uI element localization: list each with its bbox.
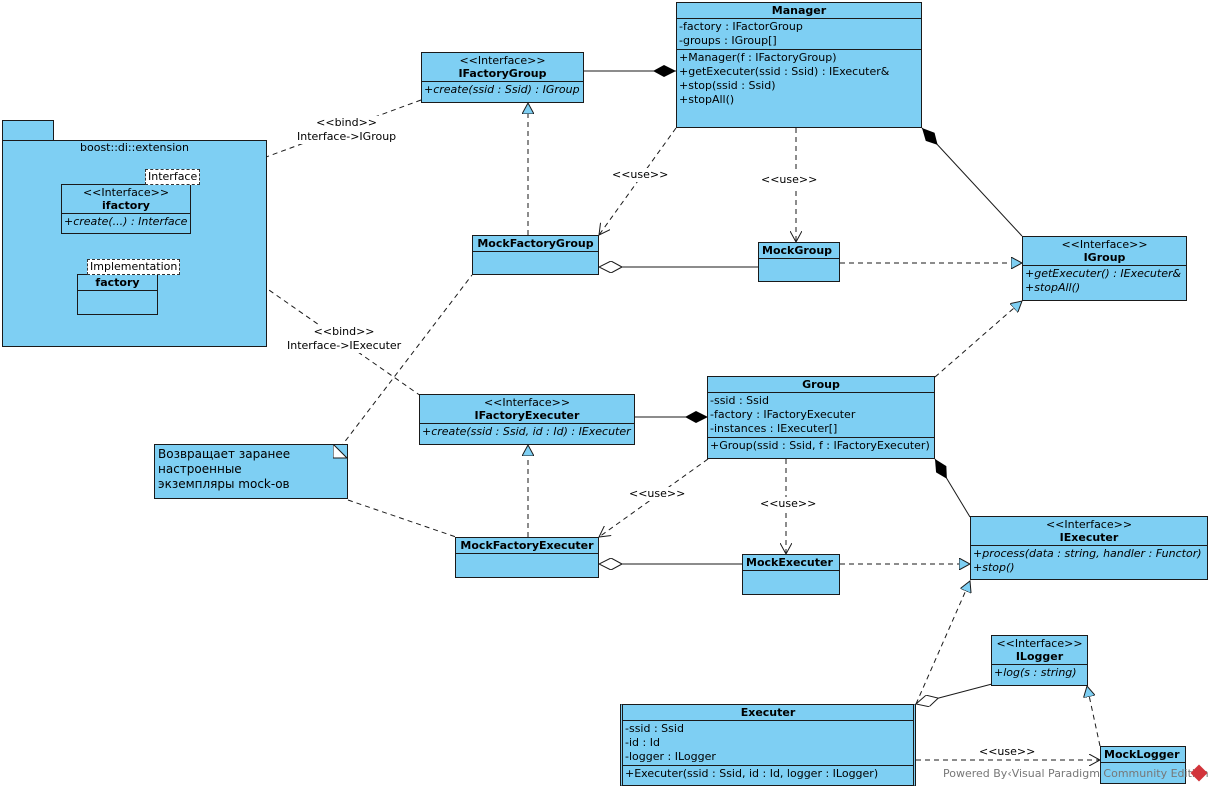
package-name: boost::di::extension — [80, 141, 189, 154]
label-use: <<use>> — [629, 487, 686, 501]
class-name: IExecuter — [1059, 531, 1119, 544]
attribute: -ssid : Ssid — [710, 394, 769, 407]
label-line: Interface->IExecuter — [287, 339, 402, 352]
class-name: factory — [78, 275, 157, 291]
note[interactable]: Возвращает заранее настроенные экземпляр… — [154, 444, 348, 499]
label-line: <<bind>> — [313, 325, 375, 338]
class-factory[interactable]: factory — [77, 274, 158, 315]
label-use: <<use>> — [979, 745, 1036, 759]
operation: +create(ssid : Ssid, id : Id) : IExecute… — [422, 425, 631, 438]
label-use: <<use>> — [761, 173, 818, 187]
package-boost-di-extension — [2, 140, 267, 347]
stereotype: <<Interface>> — [483, 396, 571, 409]
attribute: -logger : ILogger — [625, 750, 716, 763]
aggregation-ilogger-executer — [916, 683, 993, 704]
label-line: Interface->IGroup — [297, 130, 397, 143]
operation: +stopAll() — [679, 93, 735, 106]
class-name: Executer — [740, 706, 796, 719]
class-executer[interactable]: Executer -ssid : Ssid -id : Id -logger :… — [620, 704, 916, 786]
attribute: -id : Id — [625, 736, 660, 749]
operation: +Group(ssid : Ssid, f : IFactoryExecuter… — [710, 439, 930, 452]
attribute: -factory : IFactorGroup — [679, 20, 803, 33]
composition-igroup-manager — [921, 127, 1023, 237]
class-ifactoryexecuter[interactable]: <<Interface>>IFactoryExecuter +create(ss… — [419, 394, 635, 445]
stereotype: <<Interface>> — [1045, 518, 1133, 531]
stereotype: <<Interface>> — [1061, 238, 1148, 251]
class-name: Group — [802, 378, 840, 391]
realization-group — [934, 301, 1022, 378]
class-igroup[interactable]: <<Interface>>IGroup +getExecuter() : IEx… — [1022, 236, 1187, 301]
operation: +create(ssid : Ssid) : IGroup — [424, 83, 580, 96]
class-name: MockFactoryExecuter — [456, 538, 598, 554]
class-group[interactable]: Group -ssid : Ssid -factory : IFactoryEx… — [707, 376, 935, 459]
stereotype: <<Interface>> — [459, 54, 546, 67]
note-line: настроенные — [158, 462, 242, 476]
attribute: -groups : IGroup[] — [679, 34, 777, 47]
class-ifactorygroup[interactable]: <<Interface>>IFactoryGroup +create(ssid … — [421, 52, 584, 103]
stereotype: <<Interface>> — [996, 637, 1083, 650]
operation: +process(data : string, handler : Functo… — [973, 547, 1202, 560]
class-name: ifactory — [102, 199, 150, 212]
attribute: -ssid : Ssid — [625, 722, 684, 735]
realization-mocklogger — [1087, 686, 1101, 747]
class-manager[interactable]: Manager -factory : IFactorGroup -groups … — [676, 2, 922, 128]
class-mockfactorygroup[interactable]: MockFactoryGroup — [472, 235, 599, 275]
realization-executer — [915, 581, 970, 705]
label-line: <<bind>> — [316, 116, 378, 129]
class-name: Manager — [771, 4, 827, 17]
operation: +stop(ssid : Ssid) — [679, 79, 776, 92]
note-anchor-mockfactoryexecuter — [347, 499, 457, 538]
class-mockfactoryexecuter[interactable]: MockFactoryExecuter — [455, 537, 599, 578]
note-anchor-mockfactorygroup — [339, 274, 473, 449]
class-mocklogger[interactable]: MockLogger — [1100, 746, 1186, 784]
attribute: -factory : IFactoryExecuter — [710, 408, 856, 421]
class-ilogger[interactable]: <<Interface>>ILogger +log(s : string) — [991, 635, 1088, 686]
note-line: экземпляры mock-ов — [158, 477, 290, 491]
note-fold — [333, 444, 348, 459]
operation: +create(...) : Interface — [64, 215, 188, 228]
template-tag-interface: Interface — [145, 169, 201, 185]
note-line: Возвращает заранее — [158, 447, 291, 461]
class-name: MockExecuter — [743, 555, 839, 571]
footer-powered-by: Powered By‹Visual Paradigm Community Edi… — [943, 767, 1209, 780]
operation: +log(s : string) — [994, 666, 1077, 679]
class-iexecuter[interactable]: <<Interface>>IExecuter +process(data : s… — [970, 516, 1208, 580]
class-ifactory[interactable]: <<Interface>>ifactory +create(...) : Int… — [61, 184, 191, 234]
class-name: ILogger — [1015, 650, 1064, 663]
class-name: IGroup — [1083, 251, 1126, 264]
class-name: MockFactoryGroup — [473, 236, 598, 252]
class-name: IFactoryExecuter — [474, 409, 580, 422]
class-name: MockGroup — [759, 243, 839, 259]
stereotype: <<Interface>> — [82, 186, 170, 199]
label-use: <<use>> — [612, 168, 669, 182]
operation: +getExecuter() : IExecuter& — [1025, 267, 1182, 280]
class-mockgroup[interactable]: MockGroup — [758, 242, 840, 282]
attribute: -instances : IExecuter[] — [710, 422, 838, 435]
operation: +stopAll() — [1025, 281, 1081, 294]
package-tab — [2, 120, 54, 142]
operation: +stop() — [973, 561, 1015, 574]
label-use: <<use>> — [760, 497, 817, 511]
class-name: IFactoryGroup — [458, 67, 547, 80]
composition-iexecuter-group — [934, 458, 971, 518]
operation: +Executer(ssid : Ssid, id : Id, logger :… — [625, 767, 879, 780]
operation: +getExecuter(ssid : Ssid) : IExecuter& — [679, 65, 890, 78]
class-name: MockLogger — [1101, 747, 1185, 763]
label-bind-group: <<bind>> Interface->IGroup — [297, 116, 397, 144]
template-tag-implementation: Implementation — [87, 259, 181, 275]
class-mockexecuter[interactable]: MockExecuter — [742, 554, 840, 595]
label-bind-executer: <<bind>> Interface->IExecuter — [287, 325, 402, 353]
operation: +Manager(f : IFactoryGroup) — [679, 51, 837, 64]
